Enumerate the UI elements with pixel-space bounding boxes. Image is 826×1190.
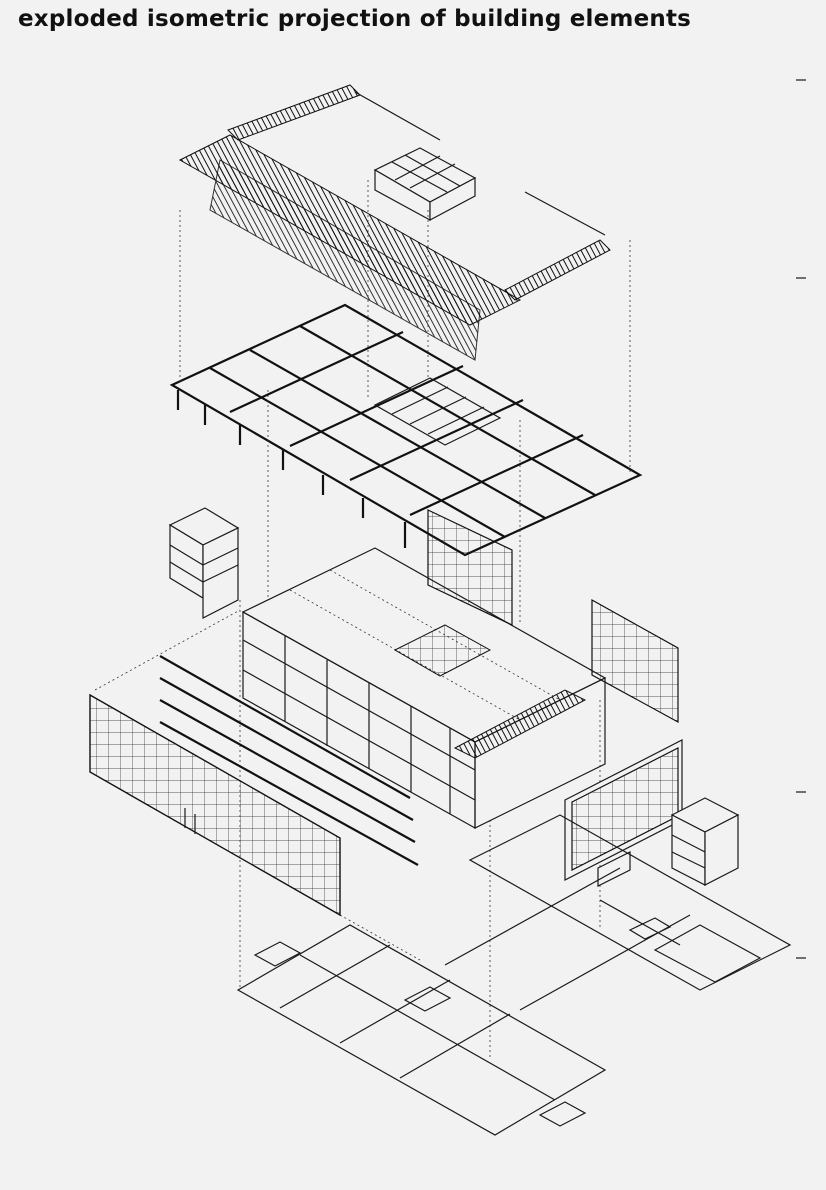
main-structure bbox=[241, 547, 607, 830]
stair-tower-right bbox=[670, 797, 740, 886]
sun-shade-beams bbox=[159, 655, 419, 866]
roof-frame bbox=[169, 303, 643, 557]
curtain-wall-back bbox=[427, 509, 679, 724]
ground-floor-plan bbox=[236, 814, 792, 1136]
roof-lanterns bbox=[373, 147, 477, 222]
curtain-wall-front-right bbox=[564, 739, 683, 887]
roof-louvres bbox=[178, 84, 611, 361]
page-title: exploded isometric projection of buildin… bbox=[18, 6, 692, 32]
curtain-wall-front-left bbox=[89, 693, 341, 917]
roof-columns bbox=[176, 390, 407, 548]
margin-ticks bbox=[796, 79, 806, 959]
stair-tower-left bbox=[168, 507, 240, 619]
